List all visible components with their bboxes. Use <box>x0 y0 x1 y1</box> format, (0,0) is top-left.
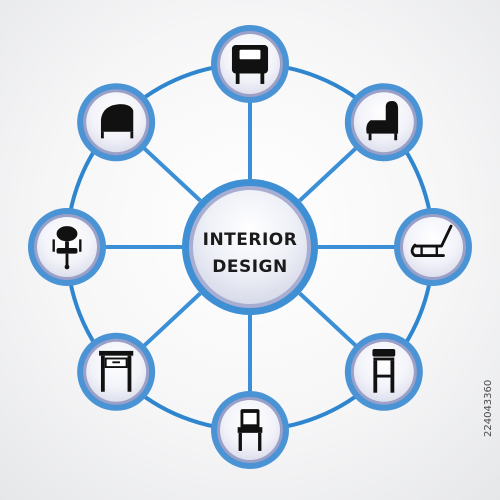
armchair-front-icon <box>231 45 269 84</box>
node-wingback-chair <box>344 83 423 162</box>
node-dining-chair <box>211 391 289 469</box>
nodes <box>28 25 472 469</box>
node-loveseat <box>77 83 156 162</box>
bar-stool-icon <box>372 349 396 393</box>
node-office-chair <box>28 208 106 286</box>
hub-title-line2: DESIGN <box>212 257 287 277</box>
hub-face <box>193 190 307 304</box>
node-side-table <box>77 332 156 411</box>
loveseat-icon <box>100 104 134 139</box>
node-bar-stool <box>344 332 423 411</box>
side-table-icon <box>99 350 134 392</box>
node-rocking-chair <box>394 208 472 286</box>
dining-chair-icon <box>237 409 263 451</box>
side-id-text: 224043360 <box>483 380 494 437</box>
office-chair-icon <box>52 226 82 270</box>
hub: INTERIOR DESIGN <box>182 179 318 315</box>
wingback-chair-icon <box>366 100 399 141</box>
hub-title-line1: INTERIOR <box>203 230 298 250</box>
node-face <box>353 341 414 402</box>
node-face <box>86 341 147 402</box>
node-armchair-front <box>211 25 289 103</box>
rocking-chair-icon <box>410 224 453 257</box>
